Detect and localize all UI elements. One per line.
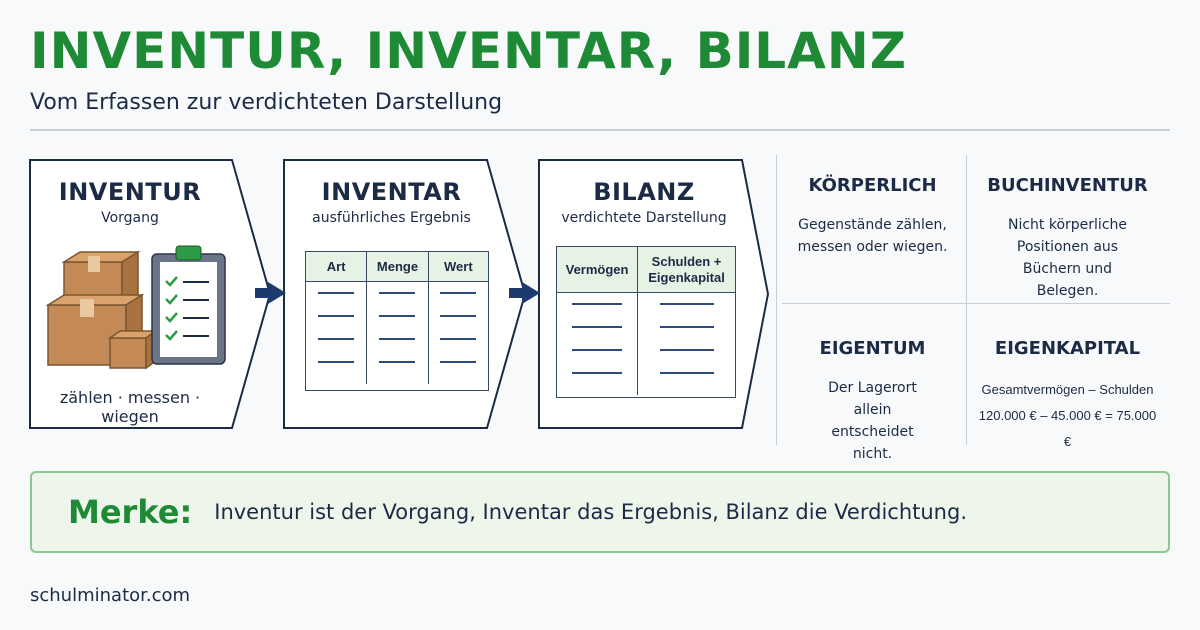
buchinventur-text: Nicht körperliche Positionen aus Büchern… xyxy=(1007,217,1128,299)
step-bilanz-subtitle: verdichtete Darstellung xyxy=(561,210,727,226)
bilanz-table: Vermögen Schulden + Eigenkapital xyxy=(556,246,736,398)
inventar-col-art: Art xyxy=(306,252,368,281)
step-inventur-title: INVENTUR xyxy=(58,178,202,206)
page-title: INVENTUR, INVENTAR, BILANZ xyxy=(30,22,907,80)
inventar-col-menge: Menge xyxy=(367,252,429,281)
footer-site[interactable]: schulminator.com xyxy=(30,585,191,606)
inventar-col-wert: Wert xyxy=(444,259,473,274)
grid-separator xyxy=(782,303,1170,304)
step-inventur-footer: zählen · messen · wiegen xyxy=(59,388,201,426)
step-bilanz-title: BILANZ xyxy=(593,178,695,206)
arrow-right-icon xyxy=(509,282,540,304)
page-subtitle: Vom Erfassen zur verdichteten Darstellun… xyxy=(30,90,503,115)
merke-box: Merke: Inventur ist der Vorgang, Inventa… xyxy=(30,471,1170,553)
buchinventur-title: BUCHINVENTUR xyxy=(987,175,1148,196)
inventar-table: Art Menge Wert xyxy=(305,251,489,391)
eigentum-title: EIGENTUM xyxy=(819,338,926,359)
grid-cell-buchinventur: BUCHINVENTUR Nicht körperliche Positione… xyxy=(975,175,1160,302)
eigenkapital-example: 120.000 € – 45.000 € = 75.000 € xyxy=(978,408,1157,449)
arrow-right-icon xyxy=(255,282,286,304)
step-inventur-subtitle: Vorgang xyxy=(101,210,159,226)
merke-label: Merke: xyxy=(68,493,193,531)
grid-cell-eigenkapital: EIGENKAPITAL Gesamtvermögen – Schulden 1… xyxy=(975,338,1160,455)
grid-cell-eigentum: EIGENTUM Der Lagerort allein entscheidet… xyxy=(780,338,965,465)
grid-separator xyxy=(966,155,967,445)
koerperlich-text: Gegenstände zählen, messen oder wiegen. xyxy=(797,217,948,255)
title-divider xyxy=(30,129,1170,131)
bilanz-col-vermoegen: Vermögen xyxy=(557,247,639,292)
step-inventur: INVENTUR Vorgang xyxy=(30,178,230,226)
grid-cell-koerperlich: KÖRPERLICH Gegenstände zählen, messen od… xyxy=(780,175,965,258)
clipboard-checklist-icon xyxy=(151,245,226,365)
eigentum-text: Der Lagerort allein entscheidet nicht. xyxy=(828,380,917,462)
step-inventar-title: INVENTAR xyxy=(321,178,462,206)
step-bilanz: BILANZ verdichtete Darstellung xyxy=(539,178,749,226)
merke-text: Inventur ist der Vorgang, Inventar das E… xyxy=(214,500,967,524)
step-inventar: INVENTAR ausführliches Ergebnis xyxy=(284,178,499,226)
boxes-icon xyxy=(45,250,159,370)
grid-separator xyxy=(776,155,777,445)
bilanz-col-schulden-eigenkapital: Schulden + Eigenkapital xyxy=(648,253,725,285)
step-inventar-subtitle: ausführliches Ergebnis xyxy=(312,210,471,226)
eigenkapital-formula: Gesamtvermögen – Schulden xyxy=(981,382,1154,397)
koerperlich-title: KÖRPERLICH xyxy=(808,175,937,196)
eigenkapital-title: EIGENKAPITAL xyxy=(994,338,1141,359)
